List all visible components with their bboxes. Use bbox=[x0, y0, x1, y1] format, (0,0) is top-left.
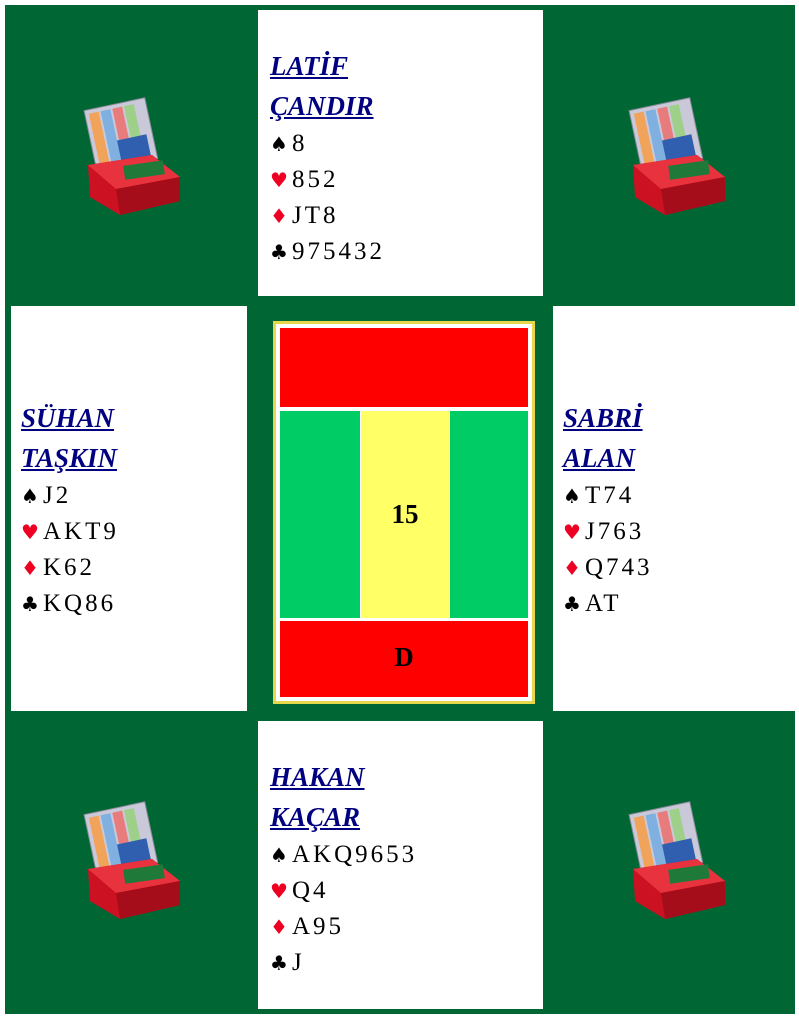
heart-icon: ♥ bbox=[270, 873, 292, 909]
south-diamonds-cards: A95 bbox=[292, 913, 344, 940]
west-clubs-cards: KQ86 bbox=[43, 590, 116, 617]
east-spades-cards: T74 bbox=[585, 482, 634, 509]
north-hearts-cards: 852 bbox=[292, 166, 339, 193]
south-player-link[interactable]: HAKAN KAÇAR bbox=[270, 757, 390, 837]
east-hand: SABRİ ALAN ♠T74 ♥J763 ♦Q743 ♣AT bbox=[553, 306, 795, 711]
bidding-box-icon bbox=[625, 797, 735, 921]
diamond-icon: ♦ bbox=[563, 550, 585, 586]
west-hand: SÜHAN TAŞKIN ♠J2 ♥AKT9 ♦K62 ♣KQ86 bbox=[11, 306, 247, 711]
west-vulnerability-bar bbox=[280, 411, 360, 618]
south-clubs: ♣J bbox=[270, 945, 543, 981]
diamond-icon: ♦ bbox=[21, 550, 43, 586]
north-diamonds: ♦JT8 bbox=[270, 198, 543, 234]
east-hearts: ♥J763 bbox=[563, 514, 795, 550]
north-vulnerability-bar bbox=[280, 328, 528, 407]
bidding-box-icon bbox=[625, 93, 735, 217]
east-clubs: ♣AT bbox=[563, 586, 795, 622]
east-hearts-cards: J763 bbox=[585, 518, 644, 545]
west-hearts: ♥AKT9 bbox=[21, 514, 247, 550]
south-diamonds: ♦A95 bbox=[270, 909, 543, 945]
north-spades-cards: 8 bbox=[292, 130, 308, 157]
spade-icon: ♠ bbox=[563, 478, 585, 514]
east-diamonds-cards: Q743 bbox=[585, 554, 653, 581]
east-clubs-cards: AT bbox=[585, 590, 622, 617]
diamond-icon: ♦ bbox=[270, 909, 292, 945]
dealer-marker: D bbox=[280, 642, 528, 673]
south-hearts: ♥Q4 bbox=[270, 873, 543, 909]
spade-icon: ♠ bbox=[270, 837, 292, 873]
bidding-box-icon bbox=[80, 797, 190, 921]
board-indicator: 15 D bbox=[273, 321, 535, 704]
west-diamonds: ♦K62 bbox=[21, 550, 247, 586]
north-hand: LATİF ÇANDIR ♠8 ♥852 ♦JT8 ♣975432 bbox=[258, 10, 543, 296]
club-icon: ♣ bbox=[563, 586, 585, 622]
east-spades: ♠T74 bbox=[563, 478, 795, 514]
heart-icon: ♥ bbox=[270, 162, 292, 198]
north-clubs-cards: 975432 bbox=[292, 238, 385, 265]
board-number: 15 bbox=[361, 499, 449, 530]
east-vulnerability-bar bbox=[450, 411, 528, 618]
west-spades-cards: J2 bbox=[43, 482, 71, 509]
south-spades: ♠AKQ9653 bbox=[270, 837, 543, 873]
club-icon: ♣ bbox=[270, 945, 292, 981]
east-diamonds: ♦Q743 bbox=[563, 550, 795, 586]
bidding-box-icon bbox=[80, 93, 190, 217]
north-clubs: ♣975432 bbox=[270, 234, 543, 270]
heart-icon: ♥ bbox=[563, 514, 585, 550]
west-spades: ♠J2 bbox=[21, 478, 247, 514]
west-player-link[interactable]: SÜHAN TAŞKIN bbox=[21, 398, 151, 478]
north-player-link[interactable]: LATİF ÇANDIR bbox=[270, 46, 400, 126]
club-icon: ♣ bbox=[270, 234, 292, 270]
north-diamonds-cards: JT8 bbox=[292, 202, 339, 229]
diamond-icon: ♦ bbox=[270, 198, 292, 234]
north-spades: ♠8 bbox=[270, 126, 543, 162]
west-hearts-cards: AKT9 bbox=[43, 518, 119, 545]
club-icon: ♣ bbox=[21, 586, 43, 622]
heart-icon: ♥ bbox=[21, 514, 43, 550]
spade-icon: ♠ bbox=[270, 126, 292, 162]
south-spades-cards: AKQ9653 bbox=[292, 841, 417, 868]
west-diamonds-cards: K62 bbox=[43, 554, 95, 581]
board-center: 15 bbox=[361, 411, 449, 618]
east-player-link[interactable]: SABRİ ALAN bbox=[563, 398, 673, 478]
south-vulnerability-bar: D bbox=[280, 621, 528, 697]
south-clubs-cards: J bbox=[292, 949, 305, 976]
west-clubs: ♣KQ86 bbox=[21, 586, 247, 622]
south-hearts-cards: Q4 bbox=[292, 877, 329, 904]
spade-icon: ♠ bbox=[21, 478, 43, 514]
south-hand: HAKAN KAÇAR ♠AKQ9653 ♥Q4 ♦A95 ♣J bbox=[258, 721, 543, 1009]
north-hearts: ♥852 bbox=[270, 162, 543, 198]
